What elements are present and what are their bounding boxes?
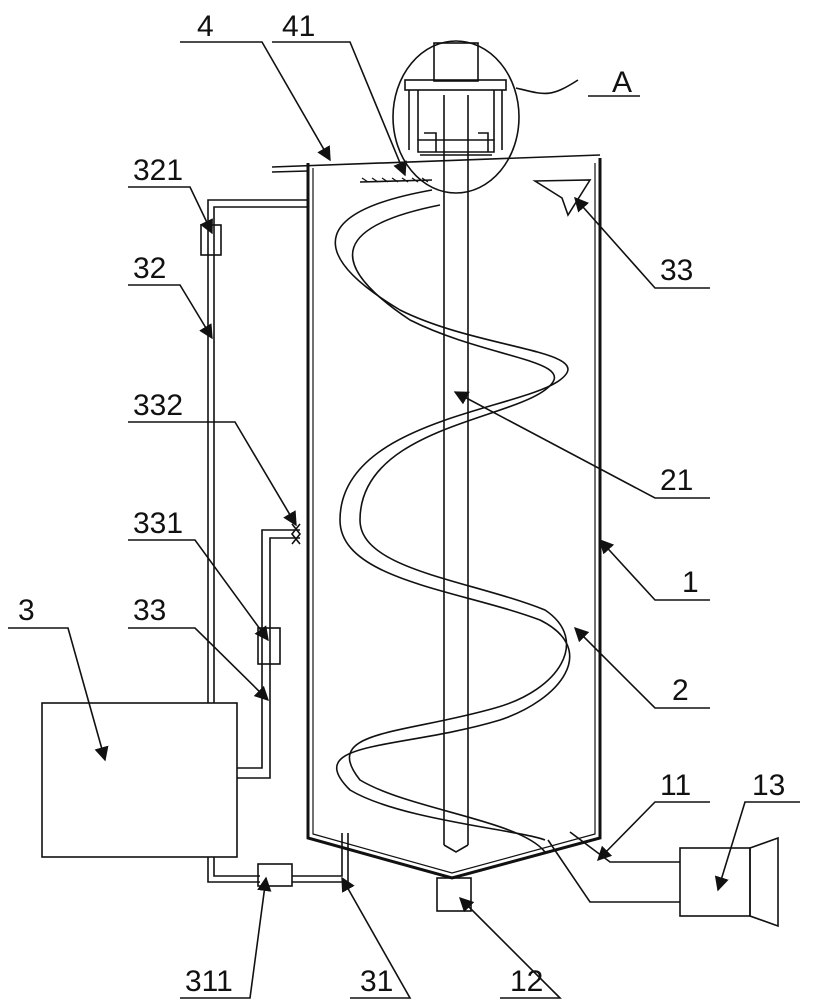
label-41: 41 — [282, 10, 315, 43]
label-31: 31 — [360, 965, 393, 998]
label-332: 332 — [133, 389, 183, 422]
label-A: A — [612, 66, 632, 99]
label-13: 13 — [752, 769, 785, 802]
label-33-left: 33 — [133, 594, 166, 627]
label-33-top: 33 — [660, 254, 693, 287]
exhaust-fan — [679, 836, 779, 928]
side-outlet-pipe — [547, 831, 680, 903]
return-pipe — [200, 199, 308, 703]
feed-pipe — [207, 833, 349, 887]
label-311: 311 — [185, 965, 233, 998]
tank-body — [271, 154, 602, 880]
label-11: 11 — [660, 769, 691, 802]
label-1: 1 — [682, 566, 699, 599]
spray-pipe — [237, 523, 302, 779]
label-3: 3 — [18, 594, 35, 627]
spray-nozzle-top — [532, 179, 592, 217]
label-4: 4 — [197, 10, 214, 43]
label-32: 32 — [133, 252, 166, 285]
label-321: 321 — [133, 154, 183, 187]
label-2: 2 — [672, 674, 689, 707]
leader-lines — [8, 41, 800, 999]
label-21: 21 — [660, 464, 693, 497]
label-331: 331 — [133, 507, 183, 540]
drive-assembly-detail — [392, 40, 579, 194]
bottom-outlet — [436, 877, 472, 912]
central-shaft — [443, 95, 469, 853]
label-12: 12 — [510, 965, 543, 998]
helical-screw — [334, 189, 571, 853]
processing-box — [41, 702, 238, 858]
